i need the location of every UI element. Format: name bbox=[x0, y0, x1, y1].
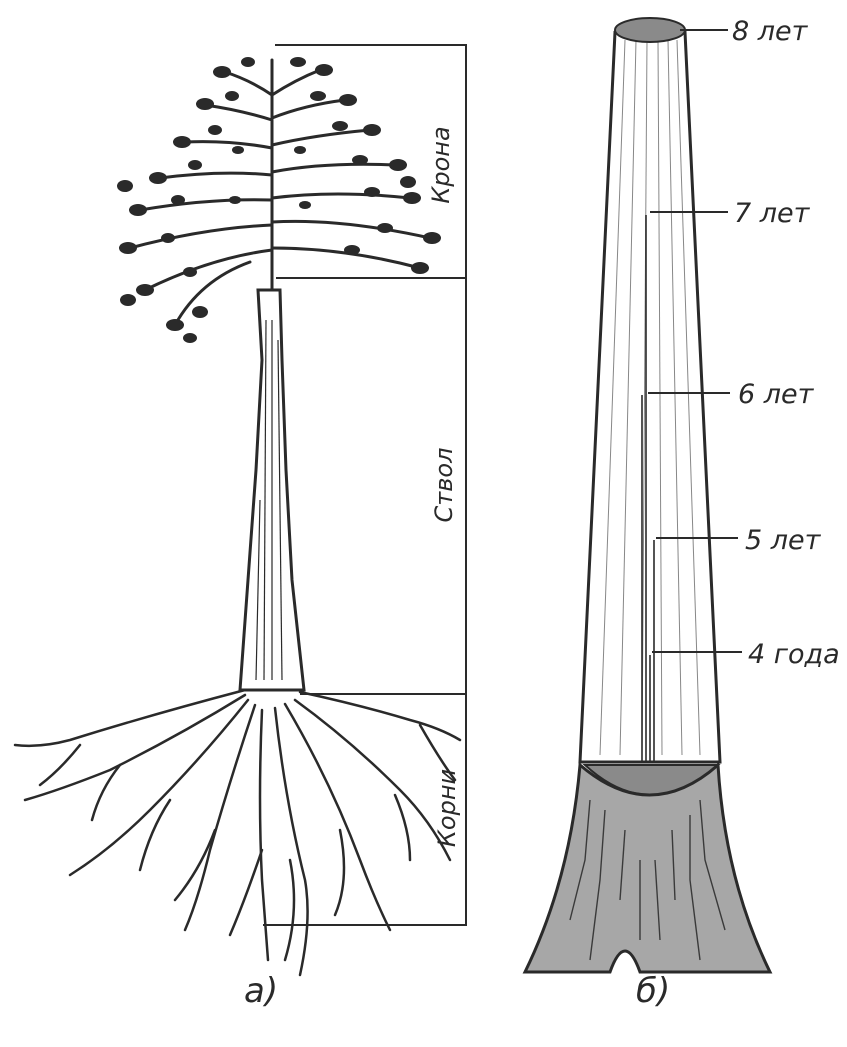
top-cap bbox=[615, 18, 685, 42]
age-label-7: 7 лет bbox=[734, 198, 811, 229]
age-label-6: 6 лет bbox=[738, 379, 815, 410]
panel-b-trunk-section: 8 лет 7 лет 6 лет 5 лет 4 года б) bbox=[525, 16, 840, 1011]
panel-b-caption: б) bbox=[636, 971, 670, 1011]
age-label-8: 8 лет bbox=[732, 16, 809, 47]
age-label-5: 5 лет bbox=[745, 525, 822, 556]
stump-base bbox=[525, 765, 770, 972]
zone-label-trunk: Ствол bbox=[430, 448, 458, 523]
panel-a-tree: Крона Ствол Корни а) bbox=[15, 45, 466, 1011]
panel-a-caption: а) bbox=[244, 971, 278, 1011]
tree-trunk bbox=[240, 290, 304, 690]
age-label-4: 4 года bbox=[748, 639, 840, 670]
zone-label-crown: Крона bbox=[427, 126, 455, 203]
tree-roots bbox=[15, 690, 460, 975]
zone-label-roots: Корни bbox=[433, 769, 461, 847]
